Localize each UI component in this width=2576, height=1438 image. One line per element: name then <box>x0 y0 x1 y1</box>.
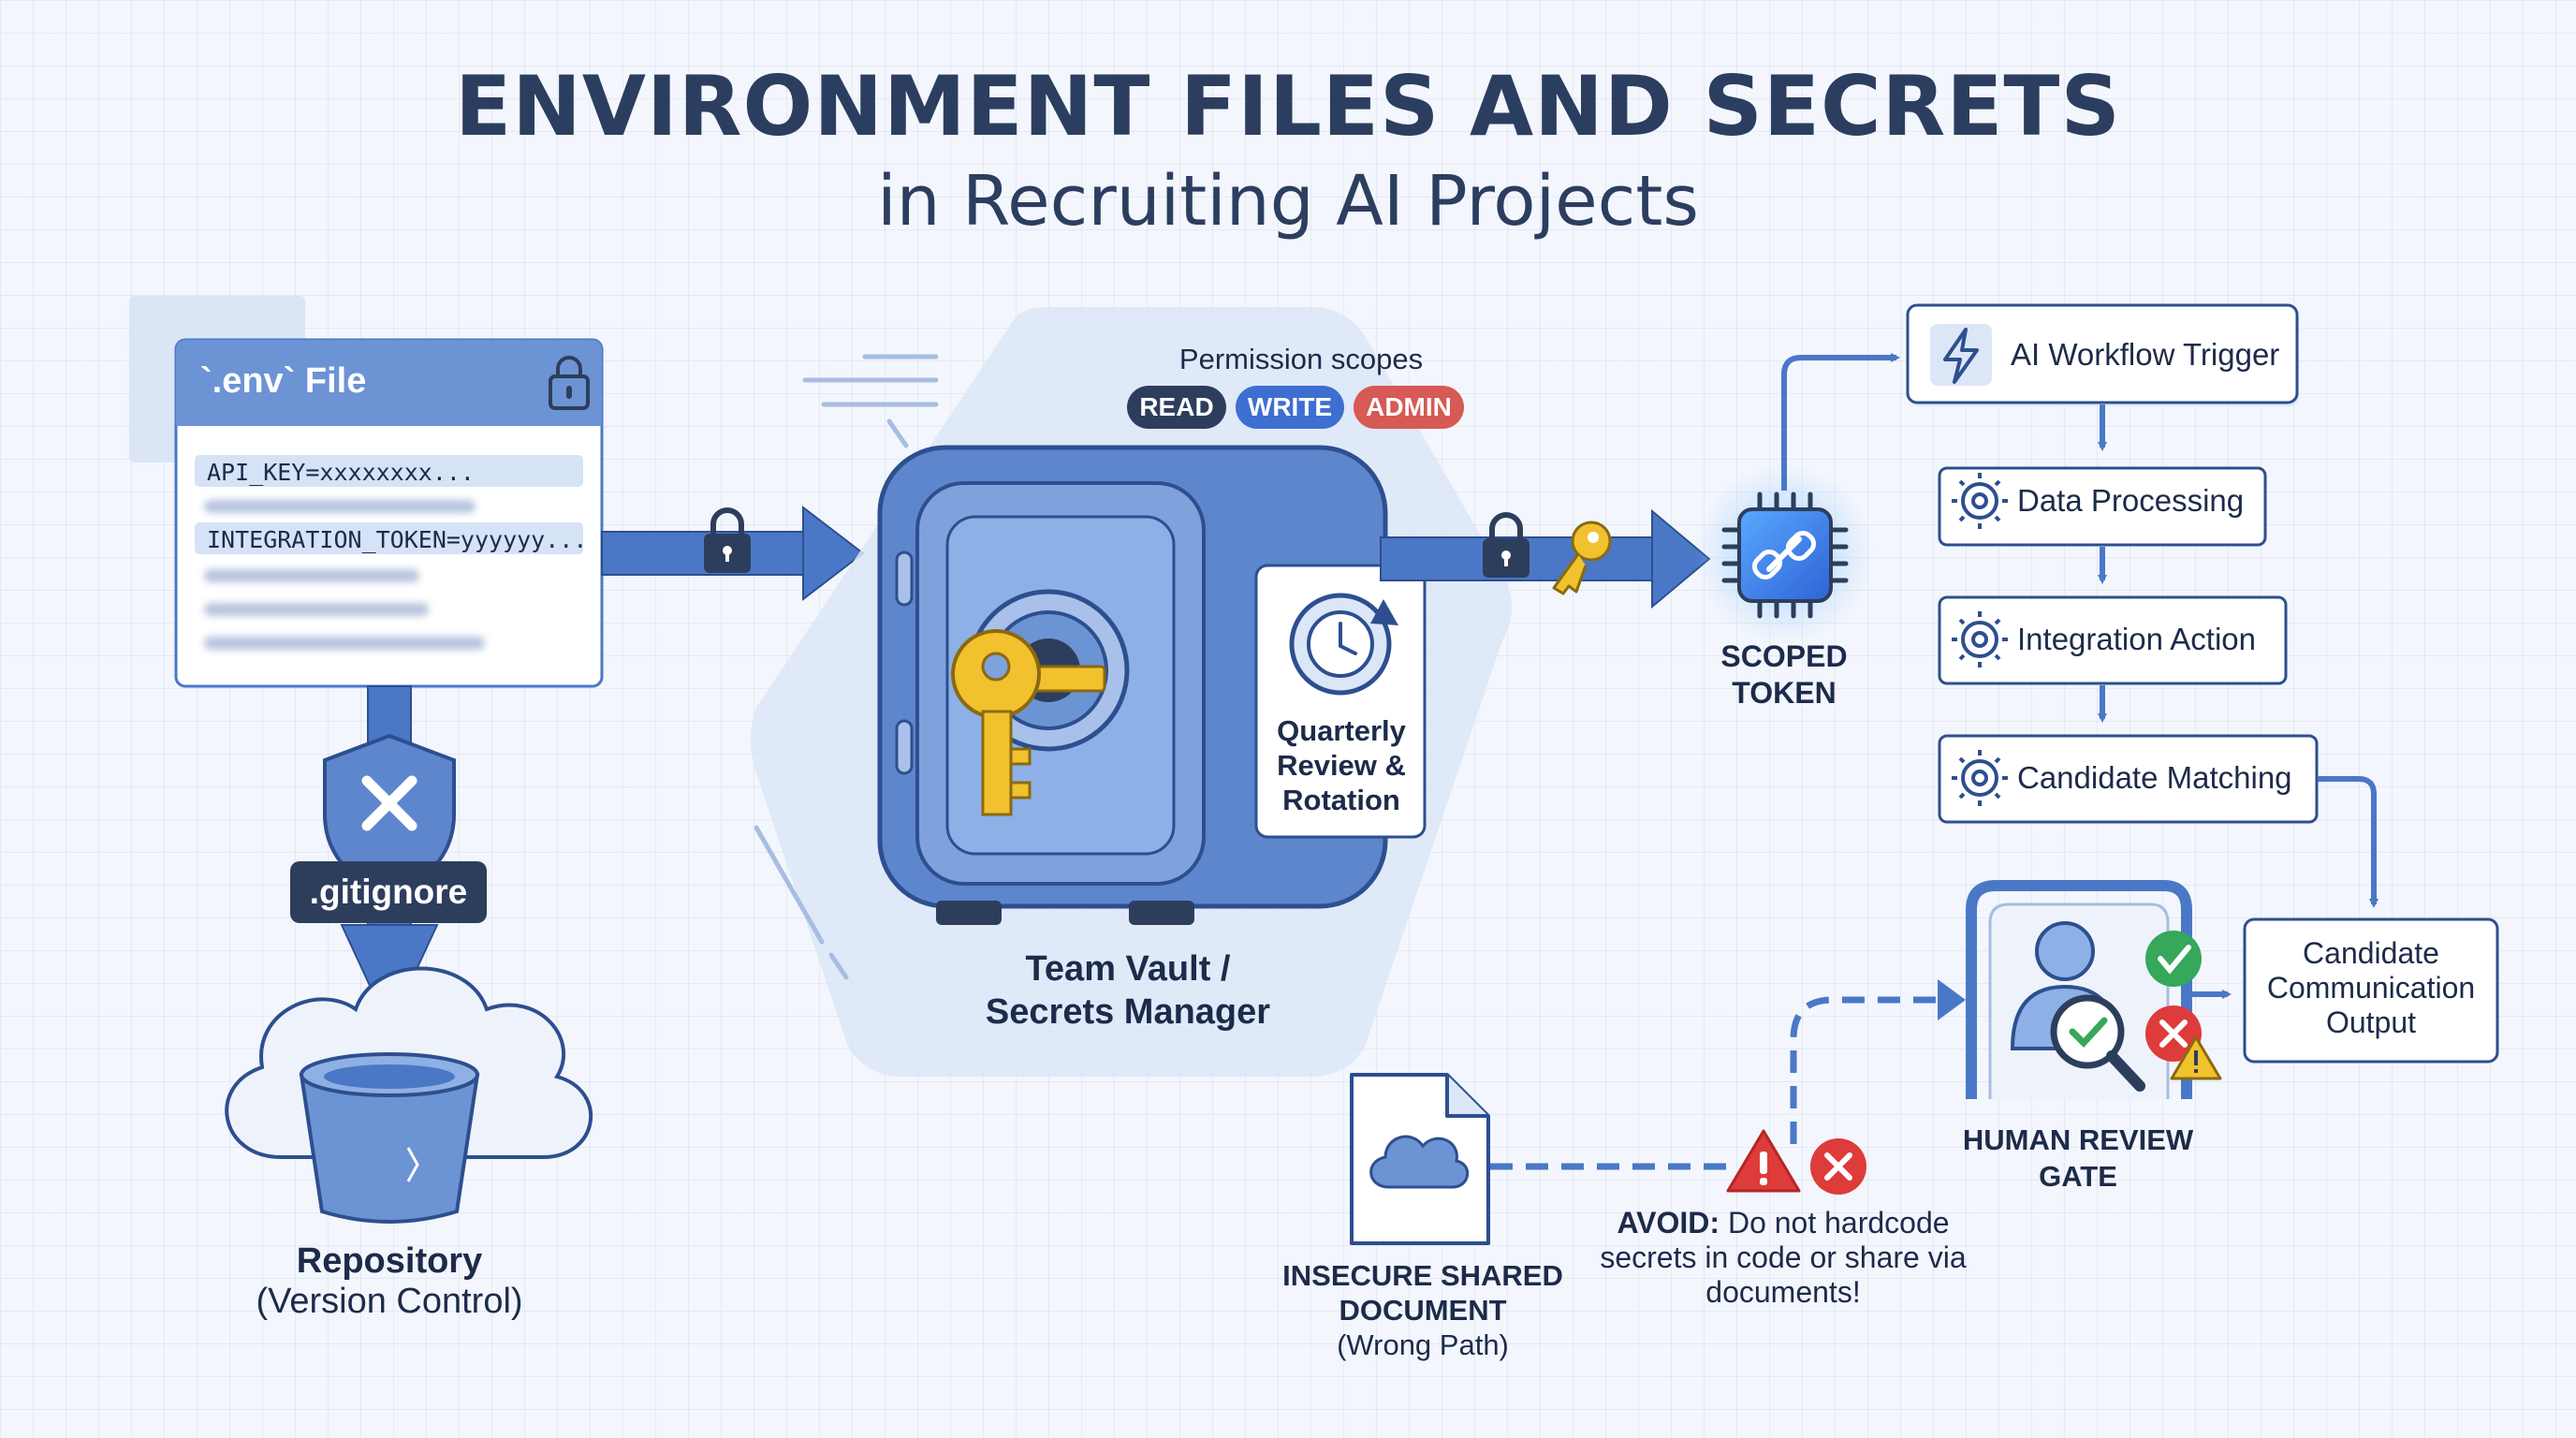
person-magnifier-icon <box>2010 921 2145 1092</box>
insecure-document-line1: INSECURE SHARED <box>1282 1259 1563 1292</box>
output-box <box>2243 917 2499 1064</box>
avoid-warning-text: AVOID: Do not hardcode secrets in code o… <box>1591 1206 1975 1310</box>
workflow-step-data-processing: Data Processing <box>2017 483 2245 518</box>
env-line-integration-token: INTEGRATION_TOKEN=yyyyyy... <box>207 526 588 553</box>
env-file-title: `.env` File <box>200 361 367 401</box>
workflow-boxes <box>1906 303 2319 824</box>
rotation-card <box>1254 564 1427 839</box>
check-icon <box>2145 931 2202 987</box>
workflow-trigger-label: AI Workflow Trigger <box>2011 337 2280 372</box>
redacted-line <box>204 603 429 616</box>
vault-label: Team Vault / Secrets Manager <box>936 947 1320 1034</box>
scoped-token-line2: TOKEN <box>1732 676 1837 710</box>
scoped-token-label: SCOPED TOKEN <box>1690 638 1878 712</box>
avoid-text: Do not hardcode secrets in code or share… <box>1600 1206 1967 1309</box>
vault-label-line1: Team Vault / <box>1025 949 1231 989</box>
lock-icon <box>549 356 590 410</box>
wrong-path-connector-to-gate <box>1790 996 1938 1144</box>
key-icon <box>951 629 1106 816</box>
rotation-label: Quarterly Review & Rotation <box>1277 714 1406 816</box>
workflow-step-integration-action: Integration Action <box>2017 622 2257 656</box>
lightning-icon <box>1930 324 1992 386</box>
candidate-output-label: Candidate Communication Output <box>2266 936 2476 1039</box>
avoid-label: AVOID: <box>1617 1206 1720 1240</box>
lock-icon <box>704 507 751 573</box>
repository-name: Repository <box>296 1241 483 1281</box>
insecure-document-label: INSECURE SHARED DOCUMENT (Wrong Path) <box>1245 1258 1601 1362</box>
env-line-api-key: API_KEY=xxxxxxxx... <box>207 459 475 486</box>
x-icon <box>2145 1005 2202 1062</box>
lock-icon <box>1483 512 1530 578</box>
redacted-line <box>204 637 485 650</box>
repository-sub: (Version Control) <box>256 1282 523 1321</box>
env-file-panel <box>129 296 604 688</box>
redacted-line <box>204 569 419 582</box>
repository-label: Repository (Version Control) <box>202 1241 577 1322</box>
x-icon <box>1810 1138 1866 1195</box>
gitignore-label: .gitignore <box>290 861 487 923</box>
vault-label-line2: Secrets Manager <box>985 992 1271 1032</box>
redacted-line <box>204 500 476 513</box>
motion-lines <box>754 354 939 980</box>
page-title: ENVIRONMENT FILES AND SECRETS <box>455 58 2121 154</box>
document-icon <box>1350 1073 1490 1245</box>
warning-icon <box>1726 1129 1801 1193</box>
vault-to-token-arrow <box>1380 508 1711 609</box>
scope-read-pill: READ <box>1127 386 1226 429</box>
gear-icon <box>1952 611 2008 668</box>
workflow-step-candidate-matching: Candidate Matching <box>2017 760 2292 795</box>
bucket-icon <box>299 1052 480 1224</box>
gear-icon <box>1952 473 2008 529</box>
page-subtitle: in Recruiting AI Projects <box>877 161 1699 242</box>
warning-icon <box>2170 1035 2222 1080</box>
human-review-gate-label: HUMAN REVIEW GATE <box>1962 1123 2194 1193</box>
token-to-trigger-connector <box>1781 353 1900 491</box>
env-to-vault-arrow <box>601 505 865 602</box>
rotation-clock-icon <box>1289 593 1398 696</box>
chip-link-icon <box>1694 464 1874 644</box>
insecure-document-line3: (Wrong Path) <box>1337 1328 1509 1361</box>
key-icon <box>1552 521 1612 595</box>
scoped-token-line1: SCOPED <box>1720 639 1848 673</box>
shield-x-icon <box>323 733 456 900</box>
permission-scopes-title: Permission scopes <box>1178 343 1424 375</box>
scope-write-pill: WRITE <box>1236 386 1344 429</box>
scope-admin-pill: ADMIN <box>1354 386 1464 429</box>
insecure-document-line2: DOCUMENT <box>1339 1294 1507 1327</box>
gear-icon <box>1952 750 2008 806</box>
